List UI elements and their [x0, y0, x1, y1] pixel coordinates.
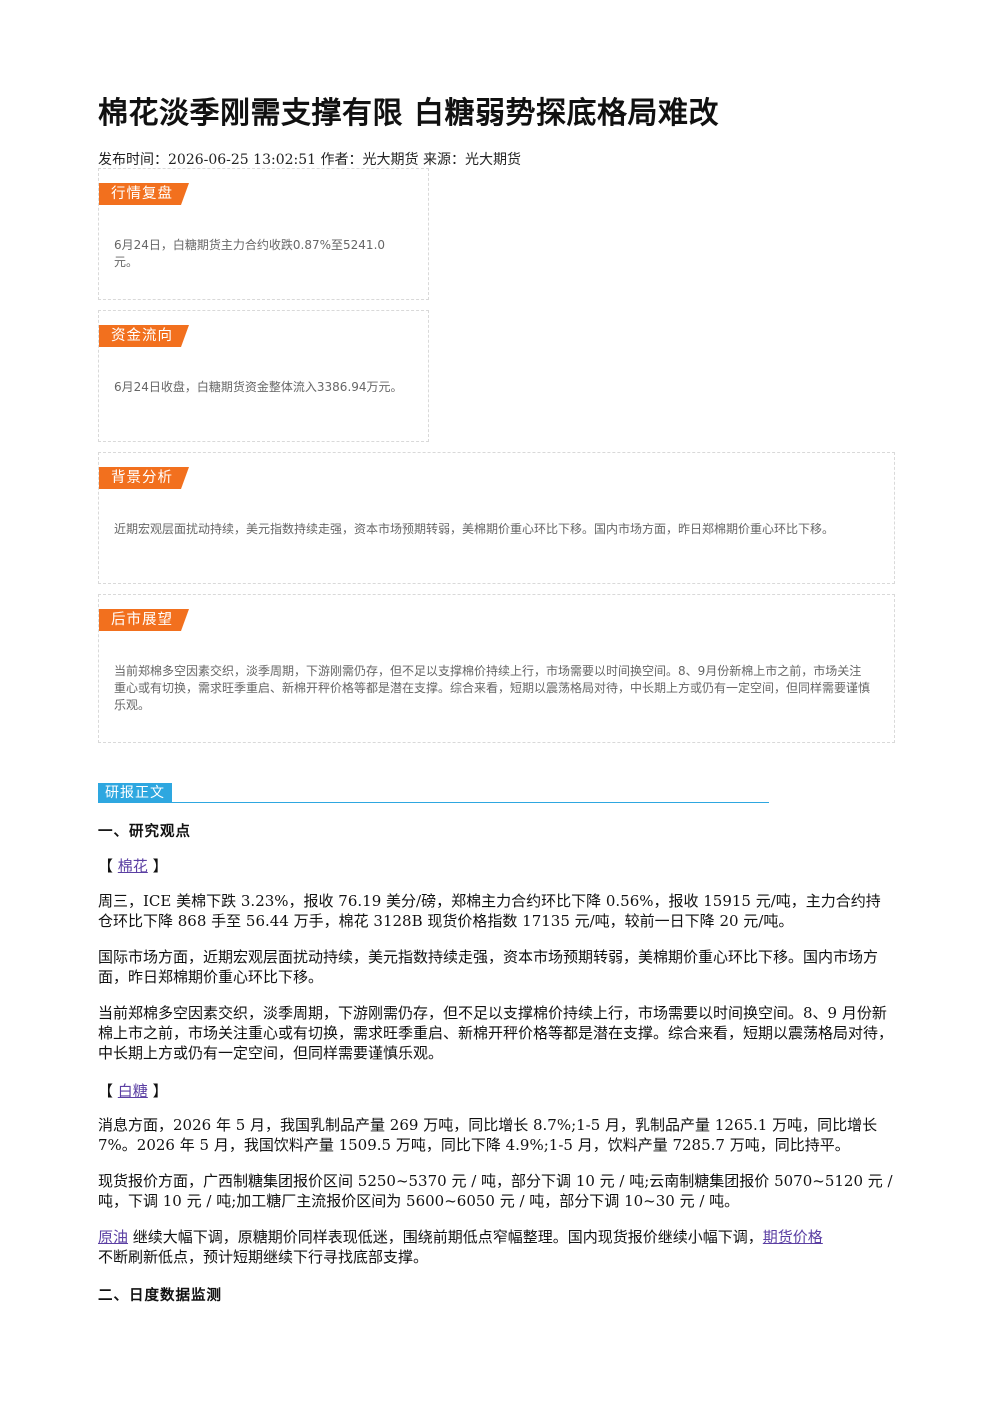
sugar-link[interactable]: 白糖	[117, 1082, 148, 1100]
sugar-paragraph-3: 原油 继续大幅下调，原糖期价同样表现低迷，围绕前期低点窄幅整理。国内现货报价继续…	[98, 1227, 894, 1267]
sugar-paragraph-3-mid: 继续大幅下调，原糖期价同样表现低迷，围绕前期低点窄幅整理。国内现货报价继续小幅下…	[128, 1228, 763, 1246]
summary-text-background: 近期宏观层面扰动持续，美元指数持续走强，资本市场预期转弱，美棉期价重心环比下移。…	[114, 522, 835, 536]
tag-background: 背景分析	[99, 467, 189, 489]
bracket-close: 】	[152, 857, 168, 875]
bracket-open: 【	[98, 1082, 114, 1100]
tag-capital-flow: 资金流向	[99, 325, 189, 347]
cotton-paragraph-1: 周三，ICE 美棉下跌 3.23%，报收 76.19 美分/磅，郑棉主力合约环比…	[98, 892, 881, 930]
sugar-paragraph-2: 现货报价方面，广西制糖集团报价区间 5250~5370 元 / 吨，部分下调 1…	[98, 1172, 893, 1210]
tag-market-review: 行情复盘	[99, 183, 189, 205]
futures-price-link[interactable]: 期货价格	[762, 1228, 823, 1246]
summary-box-market-review: 行情复盘 6月24日，白糖期货主力合约收跌0.87%至5241.0元。	[98, 168, 429, 300]
sugar-paragraph-1: 消息方面，2026 年 5 月，我国乳制品产量 269 万吨，同比增长 8.7%…	[98, 1116, 878, 1154]
summary-text-capital-flow: 6月24日收盘，白糖期货资金整体流入3386.94万元。	[114, 380, 403, 394]
sugar-paragraph-3-end: 不断刷新低点，预计短期继续下行寻找底部支撑。	[98, 1248, 429, 1266]
cotton-link[interactable]: 棉花	[117, 857, 148, 875]
section-label-report-body: 研报正文	[98, 783, 172, 803]
heading-daily-data: 二、日度数据监测	[98, 1288, 222, 1304]
summary-box-background: 背景分析 近期宏观层面扰动持续，美元指数持续走强，资本市场预期转弱，美棉期价重心…	[98, 452, 895, 584]
summary-box-capital-flow: 资金流向 6月24日收盘，白糖期货资金整体流入3386.94万元。	[98, 310, 429, 442]
cotton-paragraph-3: 当前郑棉多空因素交织，淡季周期，下游刚需仍存，但不足以支撑棉价持续上行，市场需要…	[98, 1004, 894, 1062]
heading-research-views: 一、研究观点	[98, 824, 191, 840]
summary-text-market-review: 6月24日，白糖期货主力合约收跌0.87%至5241.0元。	[114, 238, 386, 269]
bracket-close: 】	[152, 1082, 168, 1100]
bracket-open: 【	[98, 857, 114, 875]
section-divider	[98, 802, 769, 803]
summary-text-outlook: 当前郑棉多空因素交织，淡季周期，下游刚需仍存，但不足以支撑棉价持续上行，市场需要…	[114, 664, 871, 712]
cotton-heading: 【 棉花 】	[98, 855, 168, 876]
sugar-heading: 【 白糖 】	[98, 1080, 168, 1101]
cotton-paragraph-2: 国际市场方面，近期宏观层面扰动持续，美元指数持续走强，资本市场预期转弱，美棉期价…	[98, 948, 879, 986]
tag-outlook: 后市展望	[99, 609, 189, 631]
article-meta: 发布时间：2026-06-25 13:02:51 作者：光大期货 来源：光大期货	[98, 152, 521, 168]
summary-box-outlook: 后市展望 当前郑棉多空因素交织，淡季周期，下游刚需仍存，但不足以支撑棉价持续上行…	[98, 594, 895, 743]
article-title: 棉花淡季刚需支撑有限 白糖弱势探底格局难改	[98, 96, 719, 131]
crude-oil-link[interactable]: 原油	[98, 1228, 129, 1246]
